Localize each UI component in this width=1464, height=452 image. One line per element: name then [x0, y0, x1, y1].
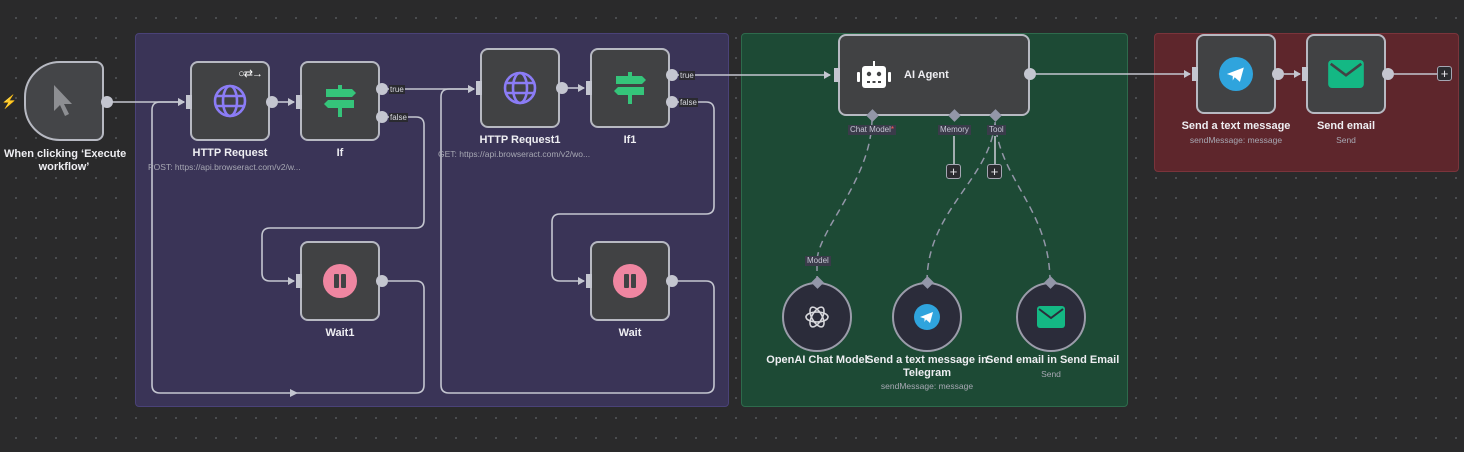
edge-wait1-http[interactable] [151, 98, 425, 394]
http-request1-output-port[interactable] [556, 82, 568, 94]
globe-icon [503, 71, 537, 105]
node-wait[interactable] [590, 241, 670, 321]
node-if[interactable] [300, 61, 380, 141]
send-email-title: Send email [1316, 120, 1376, 132]
ai-agent-title: AI Agent [904, 69, 949, 81]
model-label: Model [805, 256, 831, 266]
if1-false-port[interactable] [666, 96, 678, 108]
cursor-pointer-icon [54, 85, 72, 116]
node-ai-agent[interactable]: AI Agent [838, 34, 1030, 116]
add-memory-button[interactable]: + [946, 164, 961, 179]
wait1-input-port[interactable] [296, 274, 302, 288]
node-if1[interactable] [590, 48, 670, 128]
node-telegram-tool[interactable] [892, 282, 962, 352]
trigger-output-port[interactable] [101, 96, 113, 108]
arrow-head [290, 389, 298, 397]
send-text-title: Send a text message [1181, 120, 1291, 132]
if-false-port[interactable] [376, 111, 388, 123]
http-request1-input-port[interactable] [476, 81, 482, 95]
telegram-tool-subtitle: sendMessage: message [880, 381, 974, 391]
if-true-port[interactable] [376, 83, 388, 95]
http-request1-subtitle: GET: https://api.browseract.com/v2/wo... [438, 149, 591, 159]
node-manual-trigger[interactable] [24, 61, 104, 141]
telegram-icon [914, 304, 940, 330]
email-tool-subtitle: Send [1041, 369, 1061, 379]
add-tool-button[interactable]: + [987, 164, 1002, 179]
send-email-subtitle: Send [1336, 135, 1356, 145]
send-text-input-port[interactable] [1192, 67, 1198, 81]
edge-wait-http1[interactable] [440, 85, 715, 394]
add-next-node-button[interactable]: + [1437, 66, 1452, 81]
if1-false-label: false [679, 98, 698, 107]
edge-if1-false-wait[interactable] [551, 101, 715, 285]
openai-chat-model-title: OpenAI Chat Model [766, 354, 868, 366]
email-icon [1037, 306, 1065, 328]
memory-label: Memory [938, 125, 971, 135]
http-request1-title: HTTP Request1 [479, 134, 561, 146]
telegram-icon [1219, 57, 1253, 91]
if1-title: If1 [623, 134, 637, 146]
openai-icon [805, 306, 829, 328]
edge-if-false-wait1[interactable] [261, 116, 425, 285]
if-true-label: true [389, 85, 405, 94]
wait-input-port[interactable] [586, 274, 592, 288]
email-tool-title: Send email in Send Email [986, 354, 1120, 366]
http-request-subtitle: POST: https://api.browseract.com/v2/w... [148, 162, 301, 172]
if-false-label: false [389, 113, 408, 122]
ai-agent-input-port[interactable] [834, 68, 840, 82]
pause-icon [323, 264, 357, 298]
http-request-input-port[interactable] [186, 95, 192, 109]
if1-true-label: true [679, 71, 695, 80]
globe-icon [213, 84, 247, 118]
send-text-subtitle: sendMessage: message [1189, 135, 1283, 145]
robot-icon [857, 61, 891, 88]
wait-output-port[interactable] [666, 275, 678, 287]
send-text-output-port[interactable] [1272, 68, 1284, 80]
trigger-bolt-icon: ⚡ [1, 94, 18, 109]
send-email-input-port[interactable] [1302, 67, 1308, 81]
if-input-port[interactable] [296, 95, 302, 109]
if1-true-port[interactable] [666, 69, 678, 81]
signpost-icon [324, 85, 356, 117]
http-request-output-port[interactable] [266, 96, 278, 108]
send-email-output-port[interactable] [1382, 68, 1394, 80]
tool-label: Tool [987, 125, 1006, 135]
ai-agent-output-port[interactable] [1024, 68, 1036, 80]
wait1-output-port[interactable] [376, 275, 388, 287]
email-icon [1328, 60, 1364, 88]
node-http-request1[interactable] [480, 48, 560, 128]
edge-mailtool-tool[interactable] [994, 121, 1051, 283]
node-send-text-message[interactable] [1196, 34, 1276, 114]
signpost-icon [614, 72, 646, 104]
wait-title: Wait [618, 327, 642, 339]
if1-input-port[interactable] [586, 81, 592, 95]
edge-tgtool-tool[interactable] [926, 121, 996, 283]
chat-model-label: Chat Model* [848, 125, 897, 135]
pause-icon [613, 264, 647, 298]
edge-arrow-markers [290, 389, 298, 397]
if-title: If [336, 147, 344, 159]
node-openai-chat-model[interactable] [782, 282, 852, 352]
node-http-request[interactable]: ○⇄→ [190, 61, 270, 141]
node-wait1[interactable] [300, 241, 380, 321]
http-request-title: HTTP Request [192, 147, 268, 159]
wait1-title: Wait1 [325, 327, 355, 339]
retry-loop-arrow-icon: ○⇄→ [238, 68, 263, 80]
node-email-tool[interactable] [1016, 282, 1086, 352]
node-send-email[interactable] [1306, 34, 1386, 114]
